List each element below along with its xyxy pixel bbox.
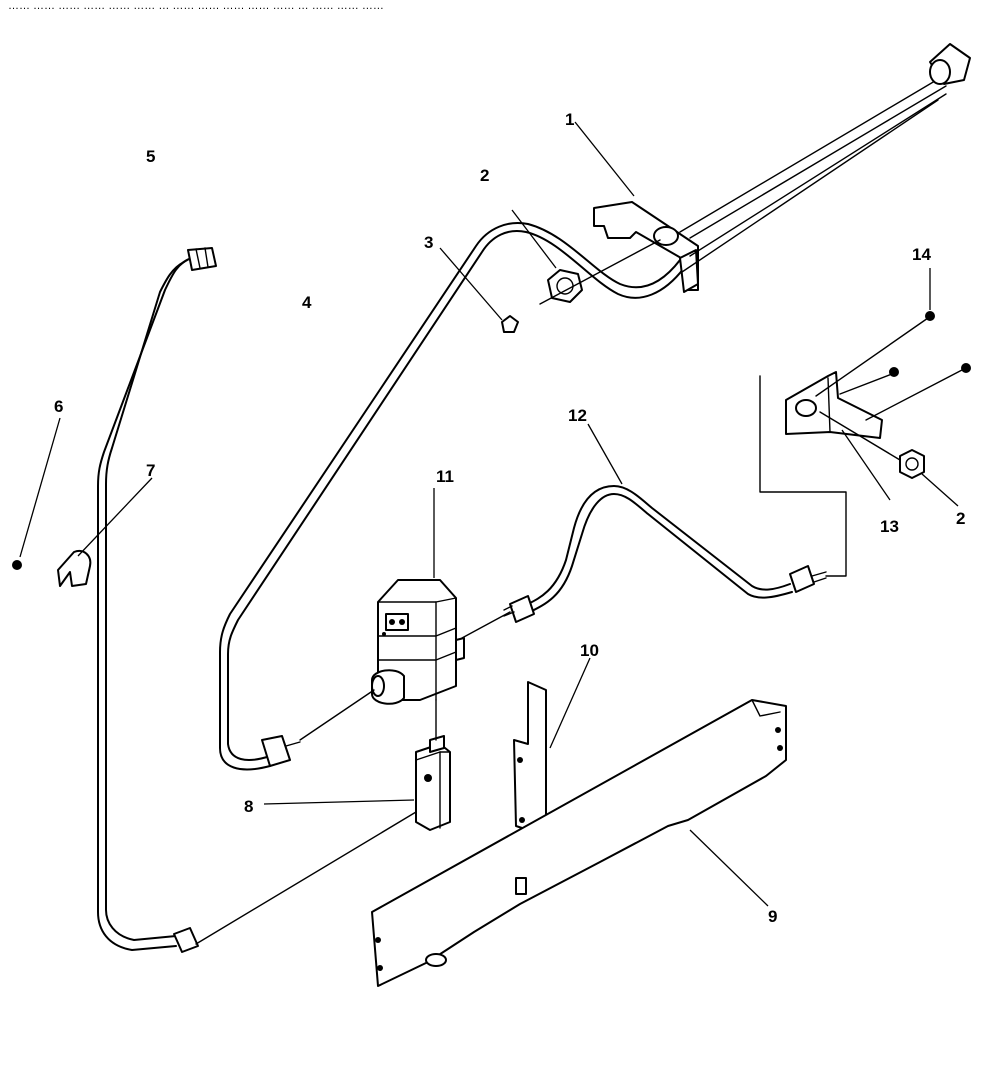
callout-1: 1	[565, 110, 574, 129]
part-12-tube	[461, 375, 847, 639]
callout-3: 3	[424, 233, 433, 252]
part-8-regulator	[195, 699, 451, 945]
part-2-nut-upper	[511, 209, 661, 305]
part-1-bracket	[574, 43, 971, 293]
part-13-bracket	[785, 371, 891, 501]
callout-14: 14	[912, 245, 931, 264]
callout-8: 8	[244, 797, 253, 816]
header-note: …… …… …… …… …… …… … …… …… …… …… …… … …… …	[8, 0, 384, 12]
callout-labels: 1 2 2 3 4 5 6 7 8 9 10 11 12 13 14	[54, 110, 965, 926]
part-4-tube	[219, 222, 685, 771]
callout-12: 12	[568, 406, 587, 425]
callout-9: 9	[768, 907, 777, 926]
callout-10: 10	[580, 641, 599, 660]
callout-13: 13	[880, 517, 899, 536]
callout-2-upper: 2	[480, 166, 489, 185]
part-3-orifice	[439, 247, 519, 333]
callout-4: 4	[302, 293, 312, 312]
callout-5: 5	[146, 147, 155, 166]
callout-6: 6	[54, 397, 63, 416]
part-14-screws	[815, 268, 971, 421]
part-9-plate	[371, 699, 787, 987]
part-11-valve	[299, 488, 465, 741]
part-7-clamp	[57, 477, 153, 587]
part-2-nut-lower	[819, 411, 959, 507]
part-6-screw	[12, 417, 61, 570]
callout-2-lower: 2	[956, 509, 965, 528]
callout-7: 7	[146, 461, 155, 480]
part-5-tube	[97, 247, 217, 953]
callout-11: 11	[436, 467, 454, 486]
part-10-bracket	[513, 657, 591, 853]
